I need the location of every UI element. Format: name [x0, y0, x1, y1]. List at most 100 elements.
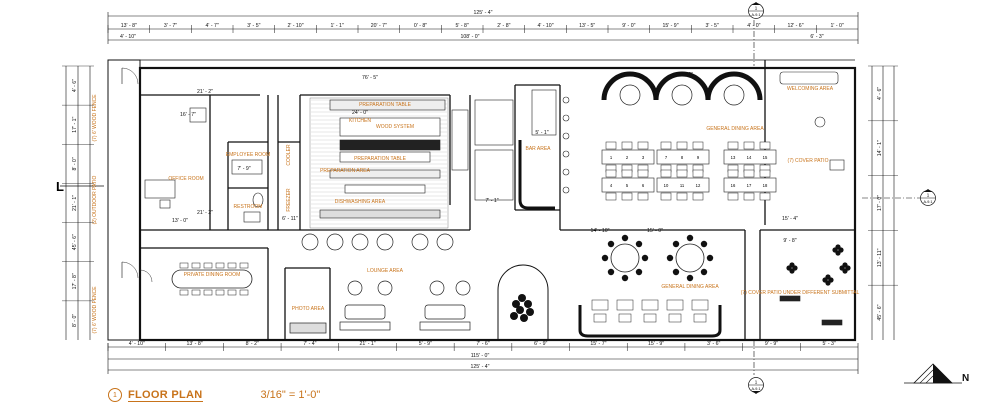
section-marker-bottom-num: 1 — [755, 380, 758, 385]
kitchen-equipment — [319, 99, 514, 219]
top-seg-dim-11: 4' - 10" — [537, 23, 553, 29]
bottom-overall-dim-2: 125' - 4" — [471, 364, 490, 370]
wood-system-label: WOOD SYSTEM — [376, 124, 414, 130]
right-dim-1: 4' - 6" — [877, 87, 883, 100]
table-number: 12 — [696, 183, 701, 188]
top-dimensions: 125' - 4" 13' - 8"3' - 7"4' - 7"3' - 5"2… — [107, 10, 859, 44]
section-marker-left[interactable]: L — [56, 179, 104, 194]
table-number: 7 — [665, 155, 668, 160]
top-seg-dim-3: 4' - 7" — [206, 23, 219, 29]
right-dim-2: 14' - 1" — [877, 140, 883, 156]
top-seg-dim-9: 5' - 8" — [456, 23, 469, 29]
plan-scale: 3/16" = 1'-0" — [260, 389, 321, 401]
section-marker-right-num: 1 — [927, 193, 930, 198]
table-number: 8 — [681, 155, 684, 160]
entry-arch — [497, 264, 549, 340]
interior-dim-5: 21' - 2" — [197, 210, 213, 216]
interior-dim-6: 16' - 7" — [180, 112, 196, 118]
right-dim-5: 45' - 6" — [877, 304, 883, 320]
bottom-seg-dim-3: 8' - 2" — [246, 341, 259, 347]
private-dining-table — [171, 262, 253, 296]
right-dim-4: 13' - 11" — [877, 248, 883, 267]
top-seg-dim-15: 3' - 5" — [706, 23, 719, 29]
freezer-label: FREEZER — [286, 188, 292, 212]
table-number: 15 — [763, 155, 768, 160]
section-marker-top-num: 1 — [755, 6, 758, 11]
round-tables-bottom — [601, 234, 714, 282]
general-dining-top-label: GENERAL DINING AREA — [706, 126, 764, 132]
interior-dim-3: 24' - 0" — [352, 110, 368, 116]
section-marker-right-sheet: A-9.1 — [923, 200, 932, 204]
interior-dim-7: 15' - 4" — [782, 216, 798, 222]
interior-walls — [140, 60, 855, 340]
svg-text:L: L — [56, 179, 64, 194]
interior-dim-15: 7' - 1" — [485, 198, 498, 204]
left-patio-doors[interactable] — [121, 67, 153, 283]
table-number: 2 — [626, 155, 629, 160]
bottom-seg-dim-7: 7' - 6" — [476, 341, 489, 347]
table-number: 1 — [610, 155, 613, 160]
bottom-seg-dim-8: 6' - 9" — [534, 341, 547, 347]
top-inner-dim-1: 4' - 10" — [120, 34, 136, 40]
welcoming-furniture — [779, 71, 845, 326]
wood-fence-top-label: (7) 6' WOOD FENCE — [92, 94, 98, 142]
table-number: 6 — [642, 183, 645, 188]
top-inner-dim-3: 6' - 3" — [810, 34, 823, 40]
interior-dim-14: 5' - 1" — [535, 130, 548, 136]
top-overall-dim: 125' - 4" — [474, 10, 493, 16]
title-number: 1 — [108, 388, 122, 402]
room-labels: OFFICE ROOM EMPLOYEE ROOM RESTROOM COOLE… — [168, 86, 859, 312]
interior-dim-9: 15' - 0" — [647, 228, 663, 234]
bottom-seg-dim-12: 9' - 9" — [765, 341, 778, 347]
table-number: 13 — [731, 155, 736, 160]
left-dimensions: 4' - 6"17' - 1"8' - 0"21' - 1"45' - 6"17… — [62, 65, 94, 340]
cooler-label: COOLER — [286, 144, 292, 166]
bottom-dimensions: 4' - 10"13' - 8"8' - 2"7' - 4"21' - 1"5'… — [107, 341, 859, 374]
right-dim-3: 17' - 0" — [877, 195, 883, 211]
table-number: 9 — [697, 155, 700, 160]
section-marker-right[interactable]: 1 A-9.1 — [862, 189, 936, 206]
kitchen-floor-hatch — [309, 97, 449, 229]
table-number: 4 — [610, 183, 613, 188]
general-dining-bottom-label: GENERAL DINING AREA — [661, 284, 719, 290]
left-dim-1: 4' - 6" — [72, 79, 78, 92]
covered-patio-submittal-label: (7) COVER PATIO UNDER DIFFERENT SUBMITTA… — [741, 290, 860, 296]
section-marker-bottom[interactable]: 1 A-9.1 — [748, 340, 764, 394]
interior-dim-11: 13' - 0" — [172, 218, 188, 224]
booths-top — [601, 71, 763, 106]
table-number: 10 — [664, 183, 669, 188]
top-seg-dim-4: 3' - 5" — [247, 23, 260, 29]
dishwashing-label: DISHWASHING AREA — [335, 199, 386, 205]
outdoor-patio-label: (2) OUTDOOR PATIO — [92, 176, 98, 225]
interior-dim-10: 9' - 8" — [783, 238, 796, 244]
north-label: N — [962, 373, 970, 384]
lounge-furniture — [289, 233, 471, 334]
bottom-seg-dim-11: 3' - 6" — [707, 341, 720, 347]
covered-patio-label: (7) COVER PATIO — [788, 158, 829, 164]
wood-fence-bottom-label: (7) 6' WOOD FENCE — [92, 286, 98, 334]
private-dining-label: PRIVATE DINING ROOM — [184, 272, 240, 278]
table-number: 14 — [747, 155, 752, 160]
bottom-seg-dim-10: 15' - 9" — [648, 341, 664, 347]
bottom-seg-dim-4: 7' - 4" — [303, 341, 316, 347]
section-marker-bottom-sheet: A-9.1 — [751, 387, 760, 391]
top-seg-dim-2: 3' - 7" — [164, 23, 177, 29]
top-seg-dim-12: 13' - 5" — [579, 23, 595, 29]
table-number: 5 — [626, 183, 629, 188]
plan-title: FLOOR PLAN — [128, 388, 203, 402]
bottom-seg-dim-5: 21' - 1" — [360, 341, 376, 347]
interior-dim-13: 7' - 9" — [237, 166, 250, 172]
prep-area-label: PREPARATION AREA — [320, 168, 370, 174]
bottom-seg-dim-13: 5' - 3" — [823, 341, 836, 347]
interior-dim-12: 6' - 11" — [282, 216, 298, 222]
left-dim-5: 45' - 6" — [72, 234, 78, 250]
interior-dim-8: 14' - 10" — [591, 228, 610, 234]
top-seg-dim-1: 13' - 8" — [121, 23, 137, 29]
bar-counter — [518, 89, 570, 210]
table-number: 18 — [763, 183, 768, 188]
section-marker-top[interactable]: 1 A-9.1 — [748, 2, 764, 66]
left-dim-4: 21' - 1" — [72, 195, 78, 211]
interior-dim-4: 28' - 2" — [677, 72, 693, 78]
welcoming-area-label: WELCOMING AREA — [787, 86, 834, 92]
office-room-label: OFFICE ROOM — [168, 176, 203, 182]
